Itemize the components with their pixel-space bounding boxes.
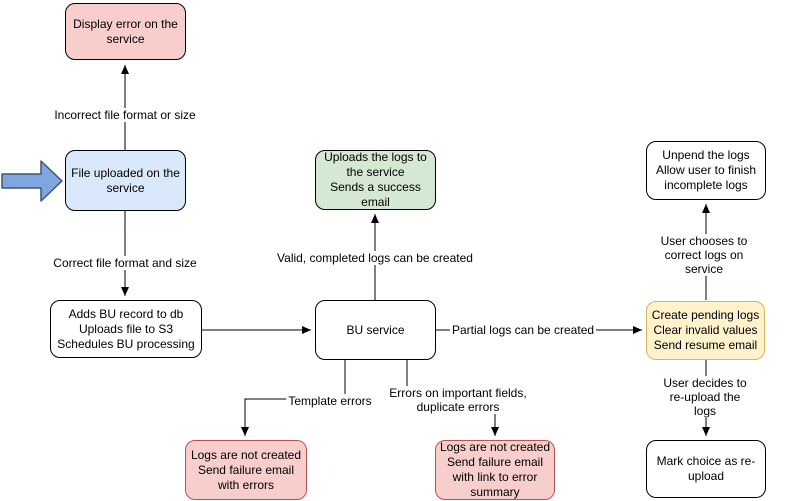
start-block-arrow-icon	[1, 160, 63, 202]
edge-label-partial-logs: Partial logs can be created	[449, 323, 597, 337]
node-uploads-logs-success: Uploads the logs to the service Sends a …	[315, 150, 436, 210]
edge-label-correct-format: Correct file format and size	[51, 256, 199, 270]
node-adds-bu-record: Adds BU record to db Uploads file to S3 …	[50, 300, 202, 358]
node-file-uploaded: File uploaded on the service	[65, 150, 186, 211]
node-unpend-logs: Unpend the logs Allow user to finish inc…	[646, 141, 766, 200]
node-mark-choice-reupload: Mark choice as re- upload	[646, 440, 766, 498]
edge-label-errors-important-fields: Errors on important fields, duplicate er…	[387, 386, 529, 414]
edge-label-valid-completed: Valid, completed logs can be created	[275, 251, 475, 265]
edge-label-incorrect-format: Incorrect file format or size	[52, 108, 198, 122]
node-logs-not-created-summary: Logs are not created Send failure email …	[435, 440, 555, 500]
edge-label-template-errors: Template errors	[286, 394, 374, 408]
node-display-error: Display error on the service	[65, 3, 186, 60]
edge-label-user-reuploads: User decides to re-upload the logs	[657, 376, 753, 418]
edge-label-user-corrects: User chooses to correct logs on service	[655, 234, 753, 276]
node-logs-not-created-errors: Logs are not created Send failure email …	[185, 440, 307, 500]
node-create-pending-logs: Create pending logs Clear invalid values…	[646, 301, 765, 360]
node-bu-service: BU service	[315, 300, 436, 360]
